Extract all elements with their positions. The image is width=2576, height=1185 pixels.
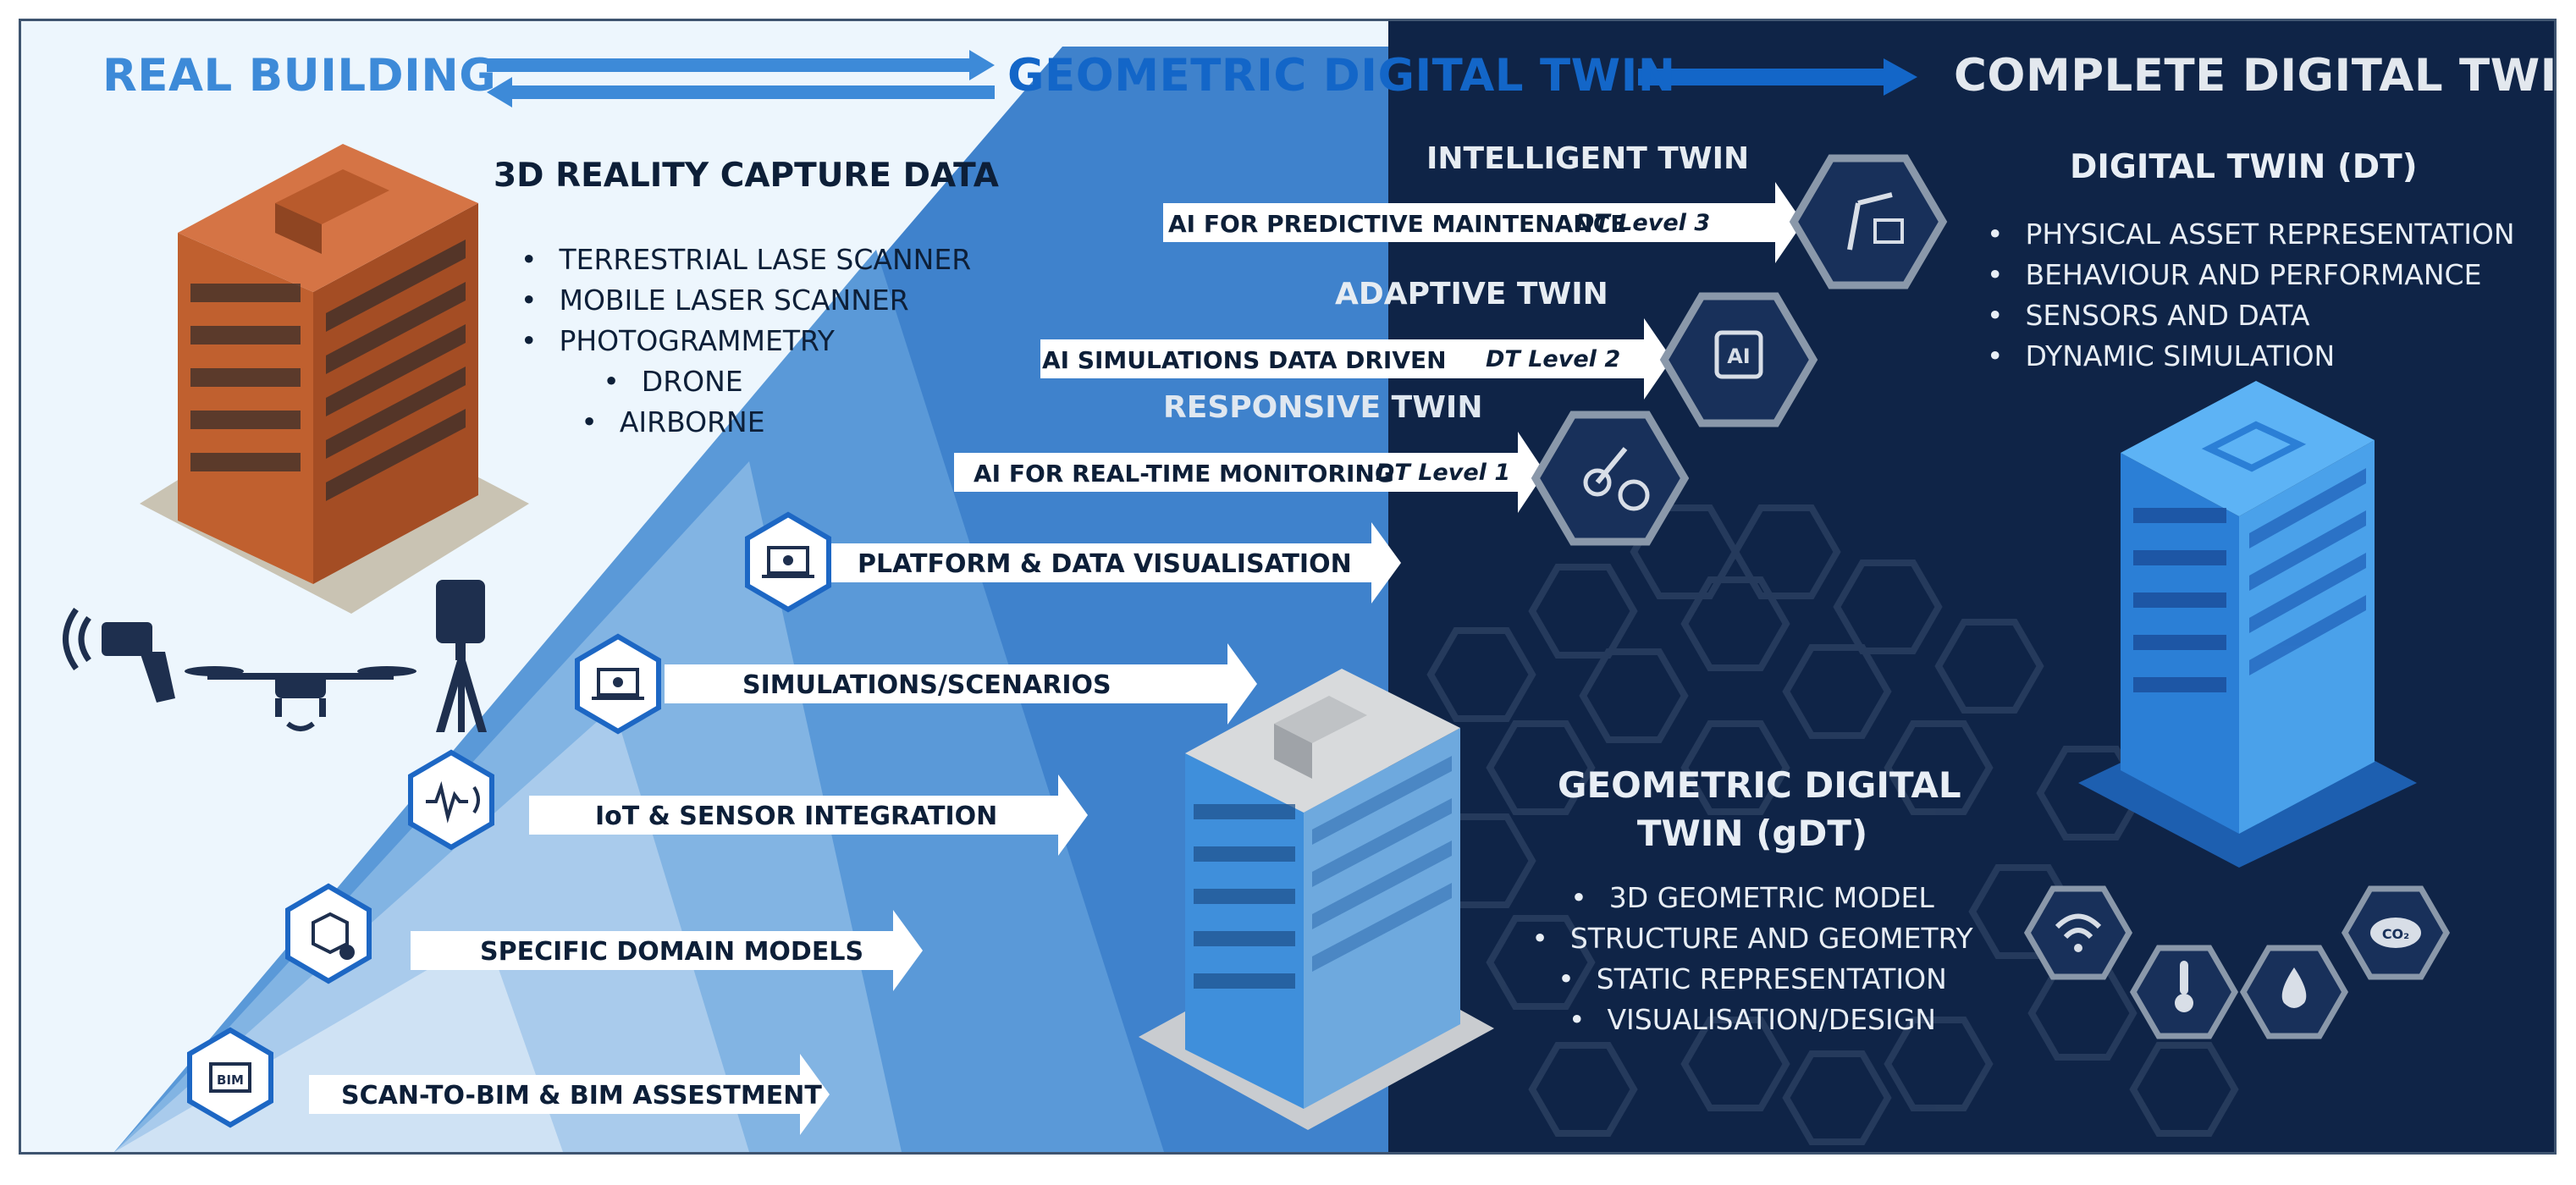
gdt-item: 3D GEOMETRIC MODEL [1524, 878, 1981, 918]
step-arrow-2 [411, 910, 923, 991]
co2-text: CO₂ [2382, 926, 2409, 942]
dt-item: BEHAVIOUR AND PERFORMANCE [1987, 255, 2515, 295]
dt-item: SENSORS AND DATA [1987, 295, 2515, 336]
infographic-frame: REAL BUILDING GEOMETRIC DIGITAL TWIN COM… [19, 19, 2557, 1155]
twin-icon-responsive [1531, 411, 1690, 546]
twin-arrow-intelligent [1163, 182, 1803, 263]
gdt-item: STATIC REPRESENTATION [1524, 959, 1981, 1000]
step-label-domain-models: SPECIFIC DOMAIN MODELS [480, 937, 864, 967]
gdt-list: 3D GEOMETRIC MODEL STRUCTURE AND GEOMETR… [1524, 878, 1981, 1040]
real-building-illustration [140, 144, 529, 614]
step-label-scan-to-bim: SCAN-TO-BIM & BIM ASSESTMENT [341, 1081, 822, 1111]
svg-text:AI: AI [1727, 344, 1751, 368]
co2-cloud-icon: CO₂ [2341, 885, 2451, 980]
twin-arrow-responsive [954, 432, 1545, 513]
twin-arrow-adaptive [1040, 318, 1672, 400]
drone-icon [185, 666, 416, 731]
gdt-title-line2: TWIN (gDT) [1636, 813, 1868, 854]
step-arrow-5 [825, 522, 1401, 604]
responsive-twin-ai: AI FOR REAL-TIME MONITORING [974, 460, 1394, 488]
responsive-twin-level: DT Level 1 [1376, 460, 1511, 486]
step-arrow-3 [529, 774, 1088, 856]
dt-item: DYNAMIC SIMULATION [1987, 336, 2515, 377]
capture-item: DRONE [521, 361, 825, 402]
handheld-scanner-icon [63, 607, 175, 703]
foreground-graphics: BIM [63, 144, 2451, 1135]
intelligent-twin-level: DT Level 3 [1575, 210, 1711, 236]
responsive-twin-title: RESPONSIVE TWIN [1163, 390, 1483, 425]
step-icon-3 [408, 749, 494, 851]
geometric-digital-twin-heading: GEOMETRIC DIGITAL TWIN [1007, 50, 1676, 102]
step-arrow-4 [665, 643, 1257, 725]
capture-item: PHOTOGRAMMETRY [521, 321, 835, 361]
dt-list: PHYSICAL ASSET REPRESENTATION BEHAVIOUR … [1987, 214, 2515, 377]
step-icon-4 [575, 633, 661, 735]
intelligent-twin-title: INTELLIGENT TWIN [1426, 141, 1750, 176]
dt-item: PHYSICAL ASSET REPRESENTATION [1987, 214, 2514, 255]
capture-title: 3D REALITY CAPTURE DATA [494, 157, 999, 195]
step-label-simulations: SIMULATIONS/SCENARIOS [742, 670, 1111, 700]
gdt-title-line1: GEOMETRIC DIGITAL [1558, 764, 1961, 806]
tripod-scanner-icon [436, 580, 487, 732]
twin-icon-intelligent [1789, 154, 1948, 289]
step-arrow-1 [309, 1054, 830, 1135]
gdt-item: STRUCTURE AND GEOMETRY [1524, 918, 1981, 959]
capture-item: AIRBORNE [521, 402, 825, 443]
step-icon-2 [285, 883, 372, 984]
step-label-iot-sensor: IoT & SENSOR INTEGRATION [595, 802, 998, 831]
dt-title: DIGITAL TWIN (DT) [2070, 148, 2418, 186]
step-label-platform: PLATFORM & DATA VISUALISATION [858, 549, 1352, 579]
step-icon-1: BIM [187, 1027, 273, 1128]
intelligent-twin-ai: AI FOR PREDICTIVE MAINTENANCE [1168, 210, 1627, 238]
svg-text:BIM: BIM [217, 1072, 244, 1088]
complete-twin-building [2078, 381, 2417, 868]
step-icon-5 [745, 511, 831, 613]
wifi-icon [2023, 885, 2133, 980]
adaptive-twin-ai: AI SIMULATIONS DATA DRIVEN [1042, 346, 1447, 374]
gdt-item: VISUALISATION/DESIGN [1524, 1000, 1981, 1040]
geometric-twin-building [1139, 669, 1494, 1130]
complete-digital-twin-heading: COMPLETE DIGITAL TWIN [1954, 50, 2557, 102]
thermometer-icon [2129, 945, 2239, 1039]
adaptive-twin-title: ADAPTIVE TWIN [1335, 277, 1608, 311]
twin-icon-adaptive: AI [1659, 292, 1818, 427]
water-drop-icon [2239, 945, 2349, 1039]
adaptive-twin-level: DT Level 2 [1486, 346, 1621, 372]
real-building-heading: REAL BUILDING [102, 50, 497, 102]
